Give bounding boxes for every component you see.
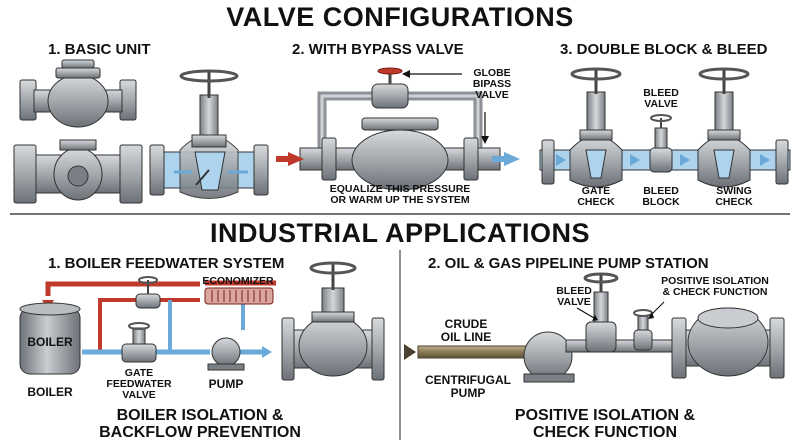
- basic-gate-valve-cutaway: [149, 69, 269, 199]
- label-line: GATE: [124, 367, 154, 379]
- label-line: CRUDE: [444, 317, 488, 331]
- label-line: VALVE: [644, 98, 678, 111]
- label-line: BLEED: [643, 87, 679, 99]
- label-line: GATE: [581, 185, 611, 197]
- label-pump: PUMP: [208, 377, 244, 391]
- label-bleed-valve-pipeline: BLEED VALVE: [548, 285, 600, 309]
- label-line: VALVE: [475, 89, 509, 102]
- label-line: CHECK: [715, 196, 753, 209]
- label-line: FEEDWATER: [106, 378, 172, 391]
- pipeline-caption: POSITIVE ISOLATION & CHECK FUNCTION: [480, 407, 730, 442]
- basic-check-valve-bottom: [13, 139, 143, 204]
- label-boiler: BOILER: [27, 385, 73, 399]
- boiler-caption: BOILER ISOLATION & BACKFLOW PREVENTION: [80, 407, 320, 442]
- label-bleed-block: BLEED BLOCK: [636, 185, 686, 209]
- label-positive-isolation: POSITIVE ISOLATION & CHECK FUNCTION: [640, 275, 790, 299]
- basic-check-valve-top: [19, 59, 137, 128]
- label-line: BIPASS: [472, 78, 512, 91]
- label-bleed-valve: BLEED VALVE: [636, 87, 686, 111]
- label-line: POSITIVE ISOLATION: [661, 275, 769, 287]
- bypass-arrows: [402, 70, 489, 144]
- label-crude-oil-line: CRUDE OIL LINE: [426, 318, 506, 343]
- label-line: BLOCK: [642, 196, 680, 209]
- boiler-system: [19, 261, 385, 381]
- label-line: CHECK: [577, 196, 615, 209]
- pipeline-system: [404, 272, 785, 383]
- label-economizer: ECONOMIZER: [202, 275, 274, 287]
- label-line: BLEED: [556, 285, 592, 297]
- label-boiler-tank: BOILER: [27, 335, 73, 349]
- label-line: PUMP: [450, 385, 486, 400]
- caption-line: BOILER ISOLATION &: [116, 407, 284, 424]
- applications-title: INDUSTRIAL APPLICATIONS: [209, 218, 590, 248]
- section-bypass-title: 2. WITH BYPASS VALVE: [292, 41, 464, 58]
- label-equalize-note: EQUALIZE THIS PRESSURE OR WARM UP THE SY…: [300, 183, 500, 207]
- label-centrifugal-pump: CENTRIFUGAL PUMP: [420, 374, 516, 399]
- section-basic-title: 1. BASIC UNIT: [48, 41, 151, 58]
- dbb-assembly: [539, 67, 791, 188]
- label-line: GLOBE: [473, 67, 511, 79]
- label-line: BLEED: [643, 185, 679, 197]
- label-line: EQUALIZE THIS PRESSURE: [329, 183, 471, 195]
- caption-line: CHECK FUNCTION: [533, 424, 677, 442]
- label-line: VALVE: [557, 296, 591, 309]
- label-line: CENTRIFUGAL: [425, 373, 511, 387]
- boiler-section-title: 1. BOILER FEEDWATER SYSTEM: [48, 255, 285, 272]
- label-gate-check: GATE CHECK: [566, 185, 626, 209]
- label-line: & CHECK FUNCTION: [662, 286, 768, 299]
- label-line: OIL LINE: [440, 329, 492, 344]
- label-line: OR WARM UP THE SYSTEM: [330, 194, 470, 207]
- page-title: VALVE CONFIGURATIONS: [226, 2, 574, 32]
- caption-line: POSITIVE ISOLATION &: [514, 407, 696, 424]
- label-globe-bypass-valve: GLOBE BIPASS VALVE: [462, 67, 522, 102]
- caption-line: BACKFLOW PREVENTION: [99, 424, 301, 442]
- section-dbb-title: 3. DOUBLE BLOCK & BLEED: [560, 41, 768, 58]
- label-gate-feedwater-valve: GATE FEEDWATER VALVE: [104, 367, 174, 402]
- label-line: VALVE: [122, 389, 156, 402]
- pipeline-section-title: 2. OIL & GAS PIPELINE PUMP STATION: [428, 255, 709, 272]
- label-swing-check: SWING CHECK: [704, 185, 764, 209]
- label-line: SWING: [716, 185, 752, 197]
- bypass-assembly: [276, 67, 520, 191]
